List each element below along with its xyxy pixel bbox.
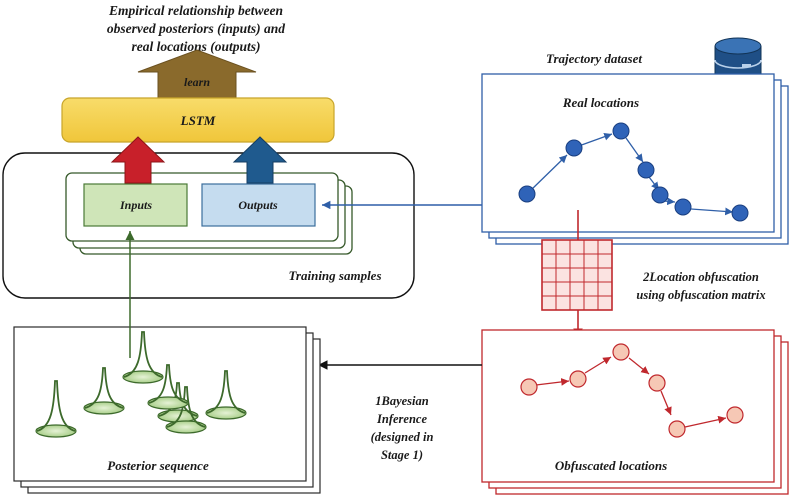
real-points xyxy=(518,122,749,222)
inputs-up-arrow xyxy=(110,136,166,184)
obf-point-5 xyxy=(668,420,686,438)
bayesian-label-line-4: Stage 1) xyxy=(381,448,423,462)
real-trajectory xyxy=(529,132,734,216)
real-card-front xyxy=(481,73,775,233)
real-locations-label: Real locations xyxy=(562,95,639,110)
inputs-box xyxy=(83,183,188,227)
real-point-1 xyxy=(518,185,536,203)
lstm-block xyxy=(61,97,335,143)
obfuscated-locations-label: Obfuscated locations xyxy=(555,458,667,473)
bayesian-label-line-3: (designed in xyxy=(371,430,434,444)
real-point-2 xyxy=(565,139,583,157)
obf-point-2 xyxy=(569,370,587,388)
real-point-5 xyxy=(651,186,669,204)
obfuscation-matrix xyxy=(541,239,613,311)
learn-label: learn xyxy=(184,75,210,89)
learn-arrow xyxy=(137,49,257,100)
posterior-peak-1 xyxy=(35,380,77,438)
obf-point-4 xyxy=(648,374,666,392)
posterior-peak-7 xyxy=(147,364,189,410)
posterior-peak-5 xyxy=(165,386,207,434)
outputs-label: Outputs xyxy=(238,198,278,212)
obf-point-3 xyxy=(612,343,630,361)
posterior-peak-2 xyxy=(83,367,125,415)
obfuscation-label-line-1: 2Location obfuscation xyxy=(642,270,759,284)
obf-point-1 xyxy=(520,378,538,396)
bayesian-label-line-1: 1Bayesian xyxy=(375,394,429,408)
obfuscation-label-line-2: using obfuscation matrix xyxy=(636,288,765,302)
real-point-6 xyxy=(674,198,692,216)
posterior-sequence-label: Posterior sequence xyxy=(107,458,209,473)
outputs-up-arrow xyxy=(232,136,288,184)
lstm-label: LSTM xyxy=(180,113,216,128)
header-line-3: real locations (outputs) xyxy=(131,39,260,54)
real-point-7 xyxy=(731,204,749,222)
trajectory-dataset-title: Trajectory dataset xyxy=(546,51,642,66)
posterior-peak-3 xyxy=(122,331,164,384)
obfuscated-points xyxy=(520,343,744,438)
posterior-peaks xyxy=(35,331,247,438)
inputs-label: Inputs xyxy=(119,198,152,212)
real-point-4 xyxy=(637,161,655,179)
posterior-peak-6 xyxy=(205,370,247,420)
obf-point-6 xyxy=(726,406,744,424)
header-line-2: observed posteriors (inputs) and xyxy=(107,21,285,36)
header-line-1: Empirical relationship between xyxy=(108,3,283,18)
training-samples-caption: Training samples xyxy=(288,268,381,283)
bayesian-label-line-2: Inference xyxy=(376,412,427,426)
real-point-3 xyxy=(612,122,630,140)
outputs-box xyxy=(201,183,316,227)
obfuscated-trajectory xyxy=(535,356,727,428)
